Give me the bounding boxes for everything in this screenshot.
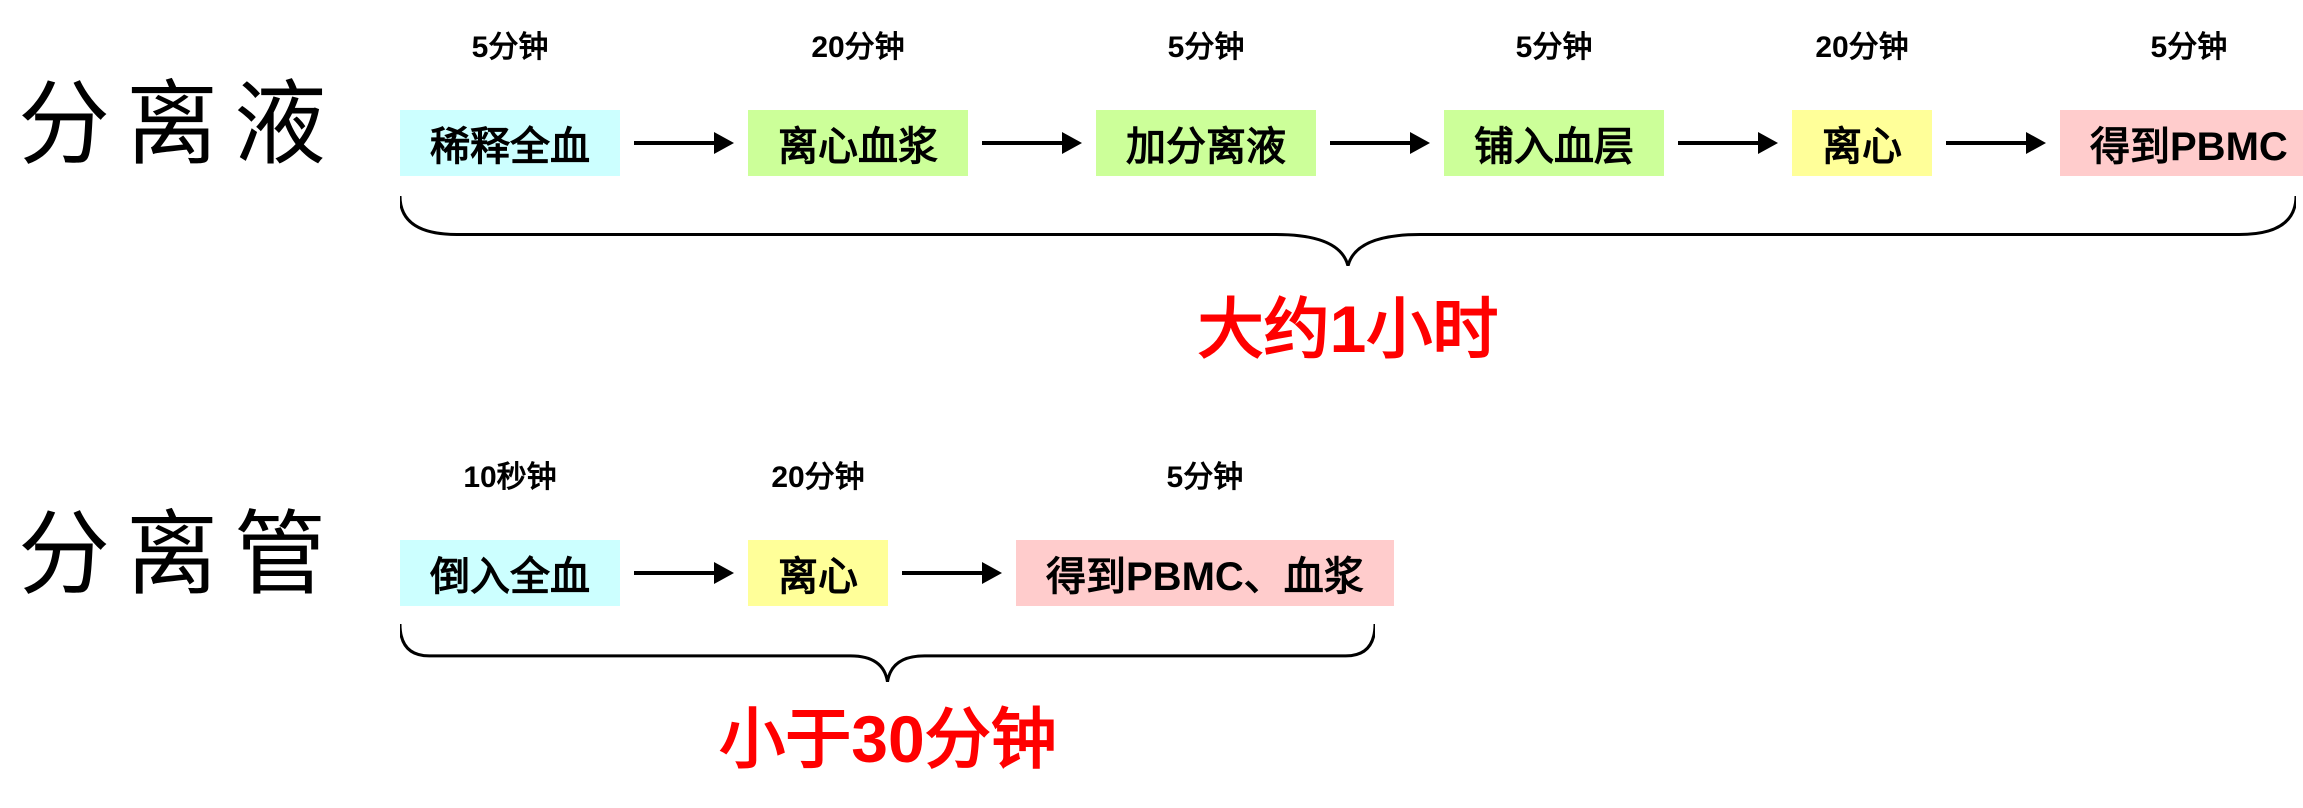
arrow-shaft bbox=[902, 571, 982, 575]
arrow-shaft bbox=[634, 141, 714, 145]
step-box: 离心 bbox=[1792, 110, 1932, 176]
step-box: 离心 bbox=[748, 540, 888, 606]
underbrace-icon bbox=[400, 196, 2296, 266]
step-dilute-whole-blood: 5分钟 稀释全血 bbox=[400, 30, 620, 176]
step-time-label: 5分钟 bbox=[1515, 31, 1593, 64]
arrow-shaft bbox=[982, 141, 1062, 145]
step-box: 得到PBMC、血浆 bbox=[1016, 540, 1394, 606]
arrow-right-icon bbox=[982, 132, 1082, 154]
underbrace-icon bbox=[400, 624, 1375, 682]
step-centrifuge-plasma: 20分钟 离心血浆 bbox=[748, 30, 968, 176]
duration-label-total-1: 大约1小时 bbox=[1197, 292, 1499, 366]
step-time-label: 10秒钟 bbox=[463, 461, 557, 494]
arrow-head bbox=[714, 562, 734, 584]
arrow-right-icon bbox=[1330, 132, 1430, 154]
arrow-right-icon bbox=[634, 562, 734, 584]
step-time-label: 20分钟 bbox=[811, 31, 905, 64]
arrow-right-icon bbox=[634, 132, 734, 154]
duration-label-total-2: 小于30分钟 bbox=[719, 702, 1057, 776]
flow-steps-separation-medium: 5分钟 稀释全血 20分钟 离心血浆 5分钟 加分离液 bbox=[400, 30, 2303, 176]
step-obtain-pbmc: 5分钟 得到PBMC bbox=[2060, 30, 2303, 176]
step-time-label: 20分钟 bbox=[771, 461, 865, 494]
arrow-right-icon bbox=[1946, 132, 2046, 154]
step-centrifuge: 20分钟 离心 bbox=[748, 460, 888, 606]
arrow-head bbox=[1410, 132, 1430, 154]
step-centrifuge: 20分钟 离心 bbox=[1792, 30, 1932, 176]
step-time-label: 5分钟 bbox=[1167, 31, 1245, 64]
flow-row-separation-tube: 分离管 10秒钟 倒入全血 20分钟 离心 5分钟 得到PBMC、血浆 bbox=[0, 460, 2303, 608]
arrow-right-icon bbox=[902, 562, 1002, 584]
arrow-shaft bbox=[1946, 141, 2026, 145]
step-time-label: 5分钟 bbox=[2150, 31, 2228, 64]
row-label-separation-medium: 分离液 bbox=[18, 71, 343, 178]
step-box: 离心血浆 bbox=[748, 110, 968, 176]
arrow-head bbox=[982, 562, 1002, 584]
step-box: 得到PBMC bbox=[2060, 110, 2303, 176]
step-time-label: 20分钟 bbox=[1815, 31, 1909, 64]
step-time-label: 5分钟 bbox=[471, 31, 549, 64]
step-layer-blood: 5分钟 铺入血层 bbox=[1444, 30, 1664, 176]
step-box: 倒入全血 bbox=[400, 540, 620, 606]
step-time-label: 5分钟 bbox=[1166, 461, 1244, 494]
step-box: 加分离液 bbox=[1096, 110, 1316, 176]
arrow-head bbox=[714, 132, 734, 154]
step-obtain-pbmc-plasma: 5分钟 得到PBMC、血浆 bbox=[1016, 460, 1394, 606]
step-add-separation-medium: 5分钟 加分离液 bbox=[1096, 30, 1316, 176]
arrow-head bbox=[1758, 132, 1778, 154]
step-box: 铺入血层 bbox=[1444, 110, 1664, 176]
arrow-shaft bbox=[634, 571, 714, 575]
step-box: 稀释全血 bbox=[400, 110, 620, 176]
arrow-shaft bbox=[1330, 141, 1410, 145]
flow-steps-separation-tube: 10秒钟 倒入全血 20分钟 离心 5分钟 得到PBMC、血浆 bbox=[400, 460, 2303, 606]
flow-row-separation-medium: 分离液 5分钟 稀释全血 20分钟 离心血浆 5分钟 加分离液 bbox=[0, 30, 2303, 178]
arrow-head bbox=[2026, 132, 2046, 154]
step-pour-whole-blood: 10秒钟 倒入全血 bbox=[400, 460, 620, 606]
row-label-separation-tube: 分离管 bbox=[18, 501, 343, 608]
arrow-head bbox=[1062, 132, 1082, 154]
arrow-shaft bbox=[1678, 141, 1758, 145]
arrow-right-icon bbox=[1678, 132, 1778, 154]
